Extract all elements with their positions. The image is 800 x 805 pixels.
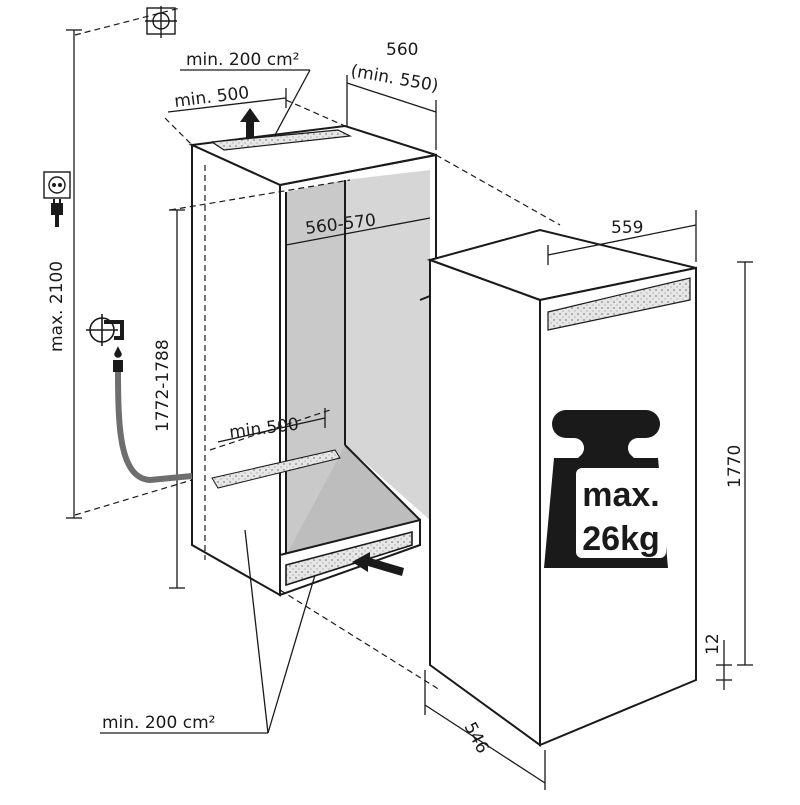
weight-line1: max. bbox=[582, 476, 660, 514]
dimension-lines bbox=[66, 29, 753, 790]
label-vent-top-area: min. 200 cm² bbox=[186, 50, 299, 70]
label-gap: 12 bbox=[703, 633, 723, 655]
label-niche-depth-min: (min. 550) bbox=[349, 61, 440, 96]
label-appliance-width: 559 bbox=[611, 218, 643, 238]
label-appliance-height: 1770 bbox=[725, 445, 745, 488]
upward-arrow-icon bbox=[240, 108, 260, 138]
weight-icon: max. 26kg bbox=[544, 410, 668, 568]
socket-icon bbox=[43, 171, 71, 199]
label-niche-depth: 560 bbox=[386, 40, 418, 60]
niche-cabinet bbox=[188, 124, 437, 665]
top-vent bbox=[210, 129, 353, 151]
label-max-height: max. 2100 bbox=[47, 261, 67, 352]
label-vent-top-depth: min. 500 bbox=[173, 83, 250, 112]
niche-back-wall bbox=[345, 170, 430, 520]
drain-crosshair-icon bbox=[145, 6, 177, 38]
label-vent-bottom-area: min. 200 cm² bbox=[102, 713, 215, 733]
label-appliance-depth: 546 bbox=[460, 719, 493, 757]
water-hose bbox=[115, 369, 193, 484]
water-tap-icon bbox=[86, 314, 124, 358]
label-niche-height: 1772-1788 bbox=[153, 339, 173, 432]
plug-icon bbox=[51, 199, 63, 227]
weight-line2: 26kg bbox=[582, 520, 660, 558]
appliance bbox=[426, 228, 697, 747]
inward-arrow-icon bbox=[352, 552, 404, 576]
bottom-vent bbox=[211, 449, 341, 489]
